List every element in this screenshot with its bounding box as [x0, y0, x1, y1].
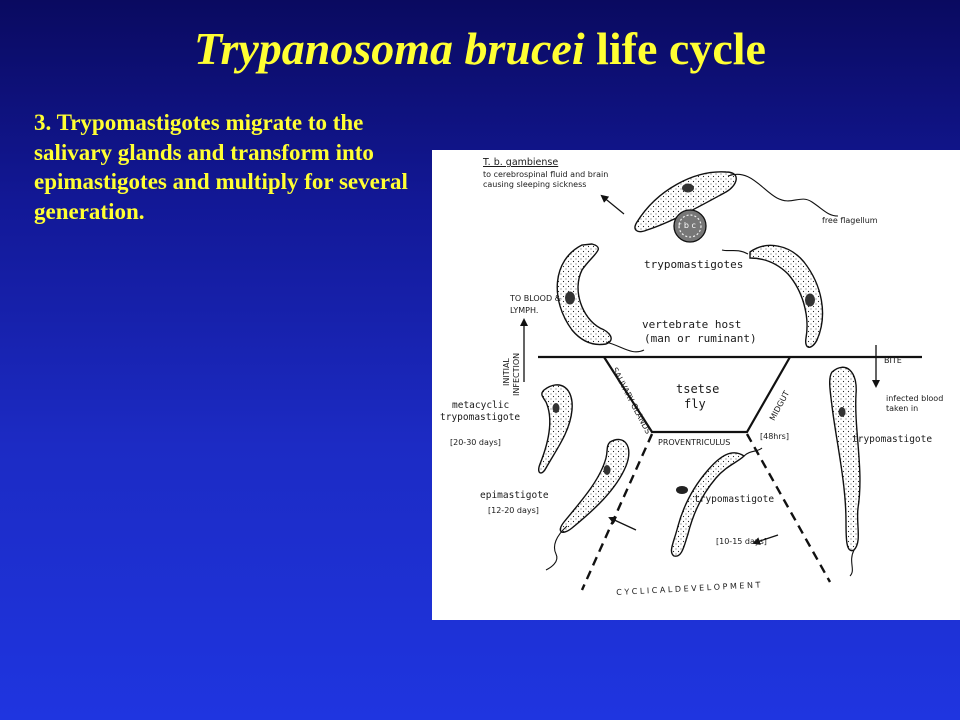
midgut-trypomastigote [829, 366, 861, 552]
central-nucleus [676, 486, 688, 494]
label-csf-note-2: causing sleeping sickness [483, 180, 587, 189]
label-infection: INFECTION [512, 352, 521, 396]
central-trypomastigote [670, 452, 746, 557]
label-trypomastigote-center: trypomastigote [694, 494, 775, 505]
label-infected-blood-2: taken in [886, 404, 919, 413]
top-trypanosome [634, 171, 737, 233]
metacyclic-nucleus [552, 403, 560, 413]
arrow-to-csf [600, 194, 625, 215]
label-days-20-30: [20-30 days] [450, 438, 501, 447]
label-to-blood-2: LYMPH. [510, 306, 539, 315]
right-host-nucleus [805, 293, 815, 307]
central-flagellum [743, 447, 763, 457]
top-flagellum [727, 173, 839, 217]
slide-title: Trypanosoma brucei life cycle [0, 22, 960, 76]
label-fly: fly [684, 397, 706, 411]
fly-outline [603, 356, 791, 434]
epimastigote-flagellum [545, 525, 568, 571]
rbc-inner [678, 214, 702, 238]
arrow-center-left [752, 534, 779, 545]
dashed-line-right [745, 433, 832, 583]
label-vertebrate-host-2: (man or ruminant) [644, 332, 757, 345]
label-metacyclic-1: metacyclic [452, 400, 510, 411]
right-host-flagellum [721, 249, 749, 255]
arrow-to-epimastigote [608, 516, 637, 531]
label-rbc: r b c [678, 221, 696, 230]
label-bite: BITE [884, 356, 902, 365]
step-description: 3. Trypomastigotes migrate to the saliva… [34, 110, 408, 224]
epimastigote-nucleus [603, 465, 611, 475]
label-tb-species: T. b. gambiense [483, 157, 559, 168]
label-vertebrate-host-1: vertebrate host [642, 318, 742, 331]
label-csf-note-1: to cerebrospinal fluid and brain [483, 170, 609, 179]
label-days-10-15: [10-15 days] [716, 537, 767, 546]
label-to-blood-1: TO BLOOD & [510, 294, 561, 303]
right-host-trypanosome [749, 244, 824, 348]
label-trypomastigotes: trypomastigotes [644, 258, 744, 271]
label-initial: INITIAL [502, 358, 511, 386]
diagram-drawing [520, 171, 922, 591]
label-days-12-20: [12-20 days] [488, 506, 539, 515]
title-species: Trypanosoma brucei [194, 23, 585, 74]
life-cycle-diagram: T. b. gambiense to cerebrospinal fluid a… [432, 150, 960, 620]
label-metacyclic-2: trypomastigote [440, 412, 521, 423]
label-trypomastigote-right: trypomastigote [852, 434, 933, 445]
epimastigote-body [559, 438, 630, 533]
label-infected-blood-1: infected blood [886, 394, 944, 403]
label-epimastigote: epimastigote [480, 490, 549, 501]
dashed-line-left [580, 433, 654, 591]
left-host-trypanosome [556, 243, 612, 346]
label-tsetse: tsetse [676, 382, 720, 396]
metacyclic-trypanosome [537, 384, 573, 474]
midgut-nucleus [838, 407, 846, 417]
midgut-flagellum [849, 549, 855, 577]
left-host-flagellum [605, 341, 645, 353]
label-proventriculus: PROVENTRICULUS [658, 438, 731, 447]
left-host-nucleus [565, 291, 575, 305]
label-free-flagellum: free flagellum [822, 216, 878, 225]
title-rest: life cycle [584, 23, 766, 74]
top-nucleus [682, 183, 694, 193]
label-48hrs: [48hrs] [760, 432, 789, 441]
